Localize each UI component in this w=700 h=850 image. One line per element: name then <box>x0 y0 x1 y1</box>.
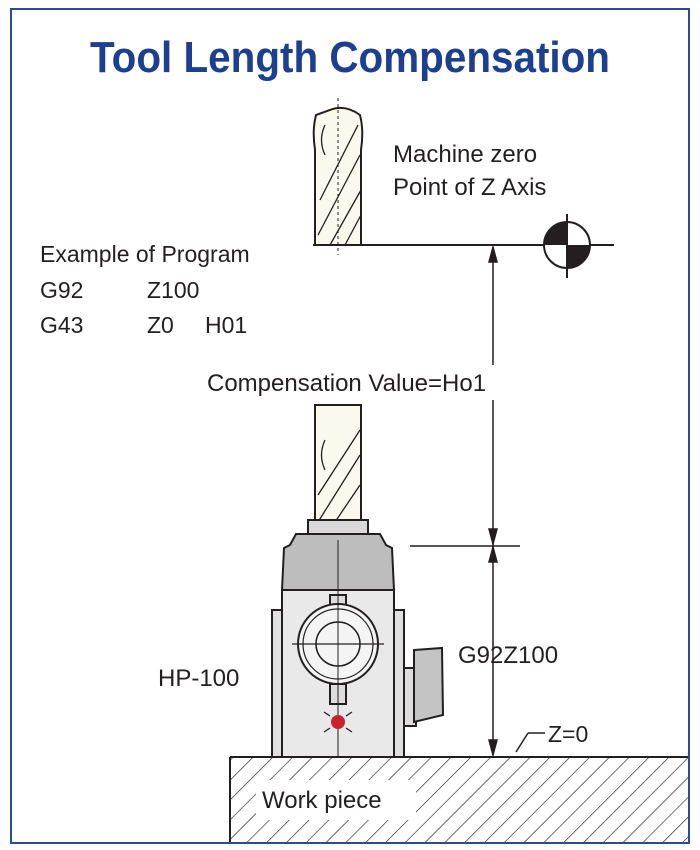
lower-tool <box>314 404 362 524</box>
height-label: G92Z100 <box>458 642 558 669</box>
program-row1-code: G92 <box>40 277 83 303</box>
zero-label: Z=0 <box>548 721 588 747</box>
program-row2-arg1: Z0 <box>147 312 174 338</box>
led-indicator-icon <box>323 711 353 733</box>
machine-zero-symbol-icon <box>543 214 591 278</box>
device-label: HP-100 <box>158 665 239 692</box>
program-row1-arg1: Z100 <box>147 277 199 303</box>
dimension-lines <box>410 244 545 758</box>
workpiece-label: Work piece <box>262 787 382 814</box>
program-row2-arg2: H01 <box>205 312 247 338</box>
hp-100-device <box>271 519 445 758</box>
compensation-label: Compensation Value=Ho1 <box>207 370 486 397</box>
diagram-title: Tool Length Compensation <box>90 33 610 82</box>
upper-tool <box>312 98 364 255</box>
program-row2-code: G43 <box>40 312 83 338</box>
machine-zero-line2: Point of Z Axis <box>393 174 546 201</box>
program-heading: Example of Program <box>40 241 250 267</box>
machine-zero-line1: Machine zero <box>393 141 537 168</box>
work-piece <box>229 756 688 842</box>
